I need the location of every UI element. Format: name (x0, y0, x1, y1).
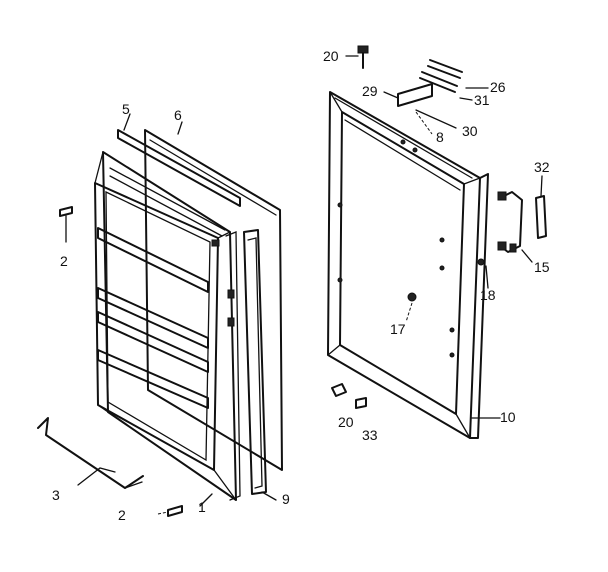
label-30: 30 (462, 123, 478, 139)
label-29: 29 (362, 83, 378, 99)
screw-33 (355, 397, 367, 409)
label-26: 26 (490, 79, 506, 95)
label-20-lower: 20 (338, 414, 354, 430)
label-17: 17 (390, 321, 406, 337)
door-panel-6 (144, 129, 283, 471)
label-1: 1 (198, 499, 206, 515)
screw-2-upper (59, 206, 73, 243)
label-5: 5 (122, 101, 130, 117)
label-31: 31 (474, 92, 490, 108)
label-20-upper: 20 (323, 48, 339, 64)
breaker-strip-1 (225, 231, 241, 501)
door-liner-assembly (94, 151, 237, 501)
wire-rod-3 (37, 417, 144, 489)
label-33: 33 (362, 427, 378, 443)
rod-26 (427, 59, 463, 79)
label-8: 8 (436, 129, 444, 145)
gasket-9 (243, 229, 267, 495)
label-18: 18 (480, 287, 496, 303)
handle-15 (497, 191, 523, 253)
plug-17 (407, 292, 417, 302)
label-2-lower: 2 (118, 507, 126, 523)
label-2-upper: 2 (60, 253, 68, 269)
screw-2-lower (157, 505, 183, 517)
handle-bar-32 (535, 195, 547, 239)
label-3: 3 (52, 487, 60, 503)
label-9: 9 (282, 491, 290, 507)
trim-strip-5 (117, 129, 241, 207)
label-6: 6 (174, 107, 182, 123)
screw-20-lower (331, 383, 347, 397)
hinge-block-29 (397, 83, 433, 107)
label-32: 32 (534, 159, 550, 175)
plug-18 (477, 258, 485, 266)
rod-31 (419, 71, 458, 93)
screw-20-upper (357, 45, 369, 69)
label-10: 10 (500, 409, 516, 425)
door-frame-10 (327, 91, 489, 439)
label-15: 15 (534, 259, 550, 275)
